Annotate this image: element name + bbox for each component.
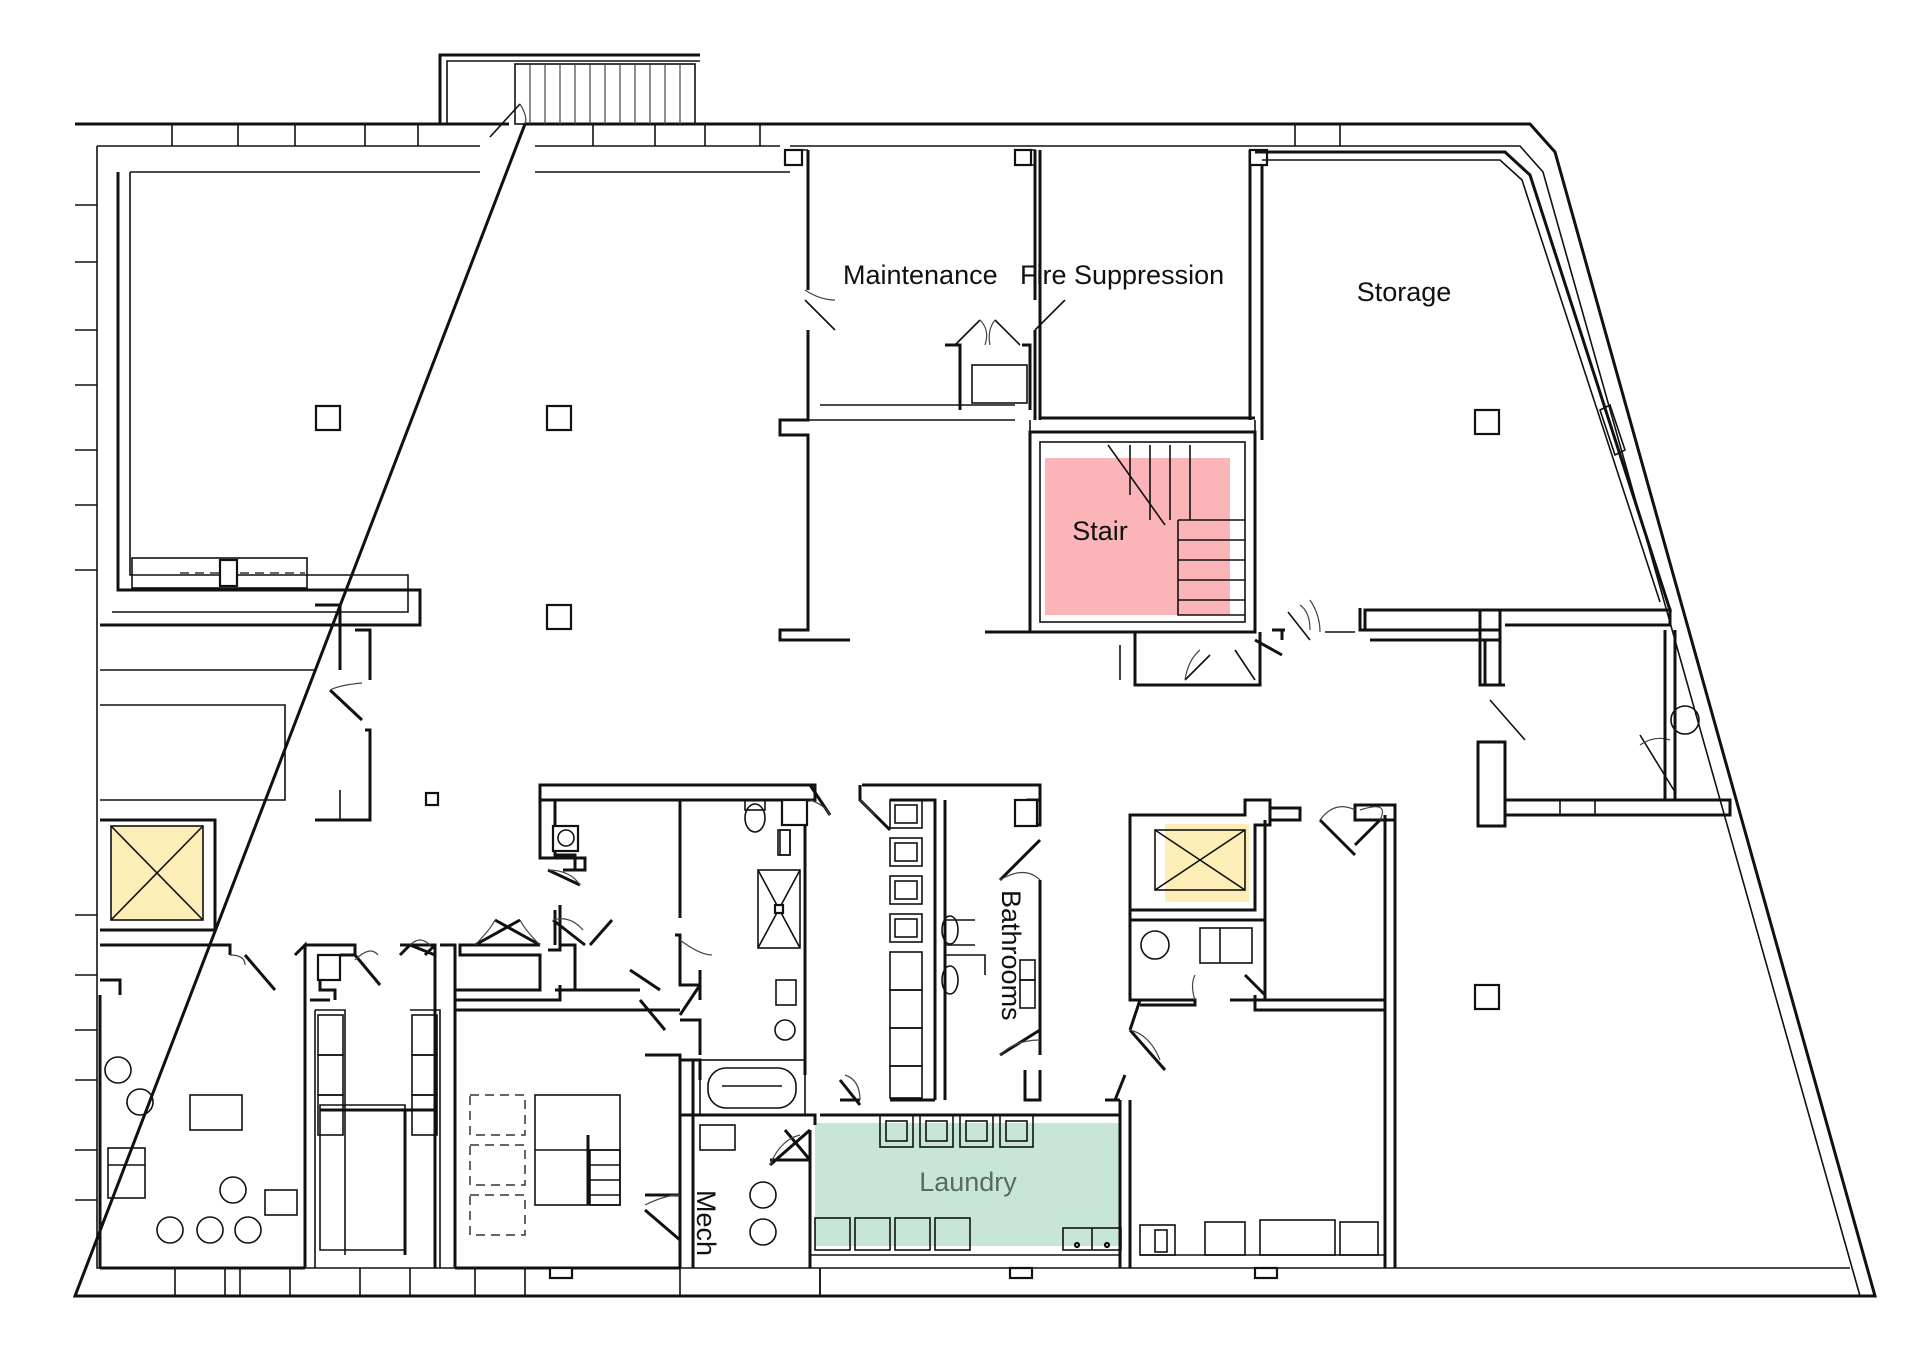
north-service-rooms [778, 148, 1269, 642]
east-small-rooms [1254, 604, 1732, 828]
west-wall-partitions [315, 603, 372, 822]
label-maintenance: Maintenance [843, 260, 998, 290]
structural-columns [314, 404, 1501, 1011]
label-mech: Mech [691, 1190, 721, 1256]
label-laundry: Laundry [919, 1167, 1017, 1197]
storage-room-walls [1255, 150, 1673, 687]
east-center-rooms [1128, 798, 1385, 1256]
laundry-fixtures [769, 1074, 1132, 1268]
southeast-room-walls [1353, 803, 1397, 1268]
stair-highlight [1045, 458, 1230, 615]
label-storage: Storage [1357, 277, 1452, 307]
label-bathrooms: Bathrooms [996, 890, 1026, 1021]
stair-core [985, 420, 1262, 687]
exterior-wall [72, 53, 1877, 1298]
bottom-wall-details [548, 1266, 1279, 1296]
bathrooms-walls [838, 783, 1042, 1106]
southwest-rooms [98, 818, 680, 1270]
northwest-room-wall [100, 172, 422, 627]
label-fire-suppression: Fire Suppression [1020, 260, 1224, 290]
central-core-walls [453, 783, 832, 1268]
label-stair: Stair [1072, 516, 1128, 546]
laundry-highlight [815, 1123, 1119, 1246]
